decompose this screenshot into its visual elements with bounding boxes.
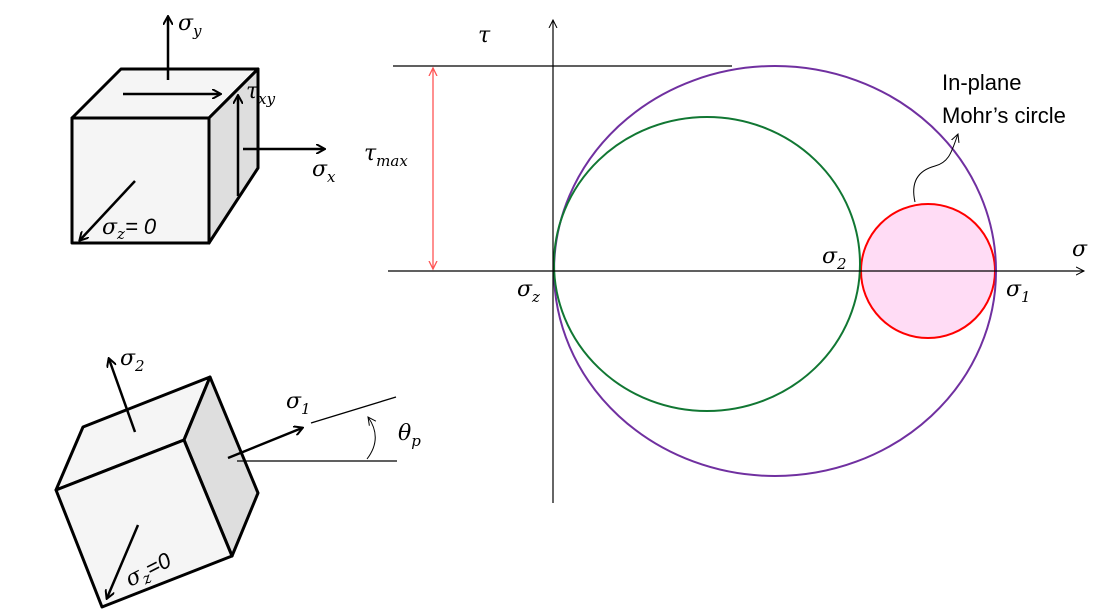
sigma-z-point-label: σz (517, 277, 540, 306)
theta-arc (366, 417, 375, 460)
cube-front-face (54, 438, 234, 609)
tau-xy-label: τxy (246, 79, 276, 108)
sigma-x-label: σx (312, 157, 336, 186)
sigma-2-label: σ2 (120, 346, 145, 375)
tau-max-label: τmax (364, 141, 408, 170)
sigma-2-arrow (109, 359, 137, 433)
sigma-z-arrow (80, 180, 136, 240)
sigma-1-label: σ1 (286, 389, 311, 418)
sigma-y-label: σy (178, 11, 202, 40)
sigma-1-arrow (227, 428, 302, 460)
annotation-leader (913, 134, 958, 203)
sigma-z-arrow-rotated (107, 524, 140, 598)
tau-axis-label: τ (478, 23, 491, 48)
sigma-2-point-label: σ2 (822, 244, 847, 273)
sigma-axis-label: σ (1072, 237, 1088, 262)
sigma-z-zero-label: σz= 0 (102, 214, 157, 243)
annotation-line-2: Mohr’s circle (942, 103, 1066, 128)
theta-p-label: θp (398, 421, 421, 450)
sigma-1-point-label: σ1 (1006, 277, 1031, 306)
principal-direction-line (310, 396, 397, 424)
annotation-line-1: In-plane (942, 70, 1022, 95)
stress-element-principal (54, 375, 260, 609)
middle-mohr-circle (553, 116, 861, 412)
